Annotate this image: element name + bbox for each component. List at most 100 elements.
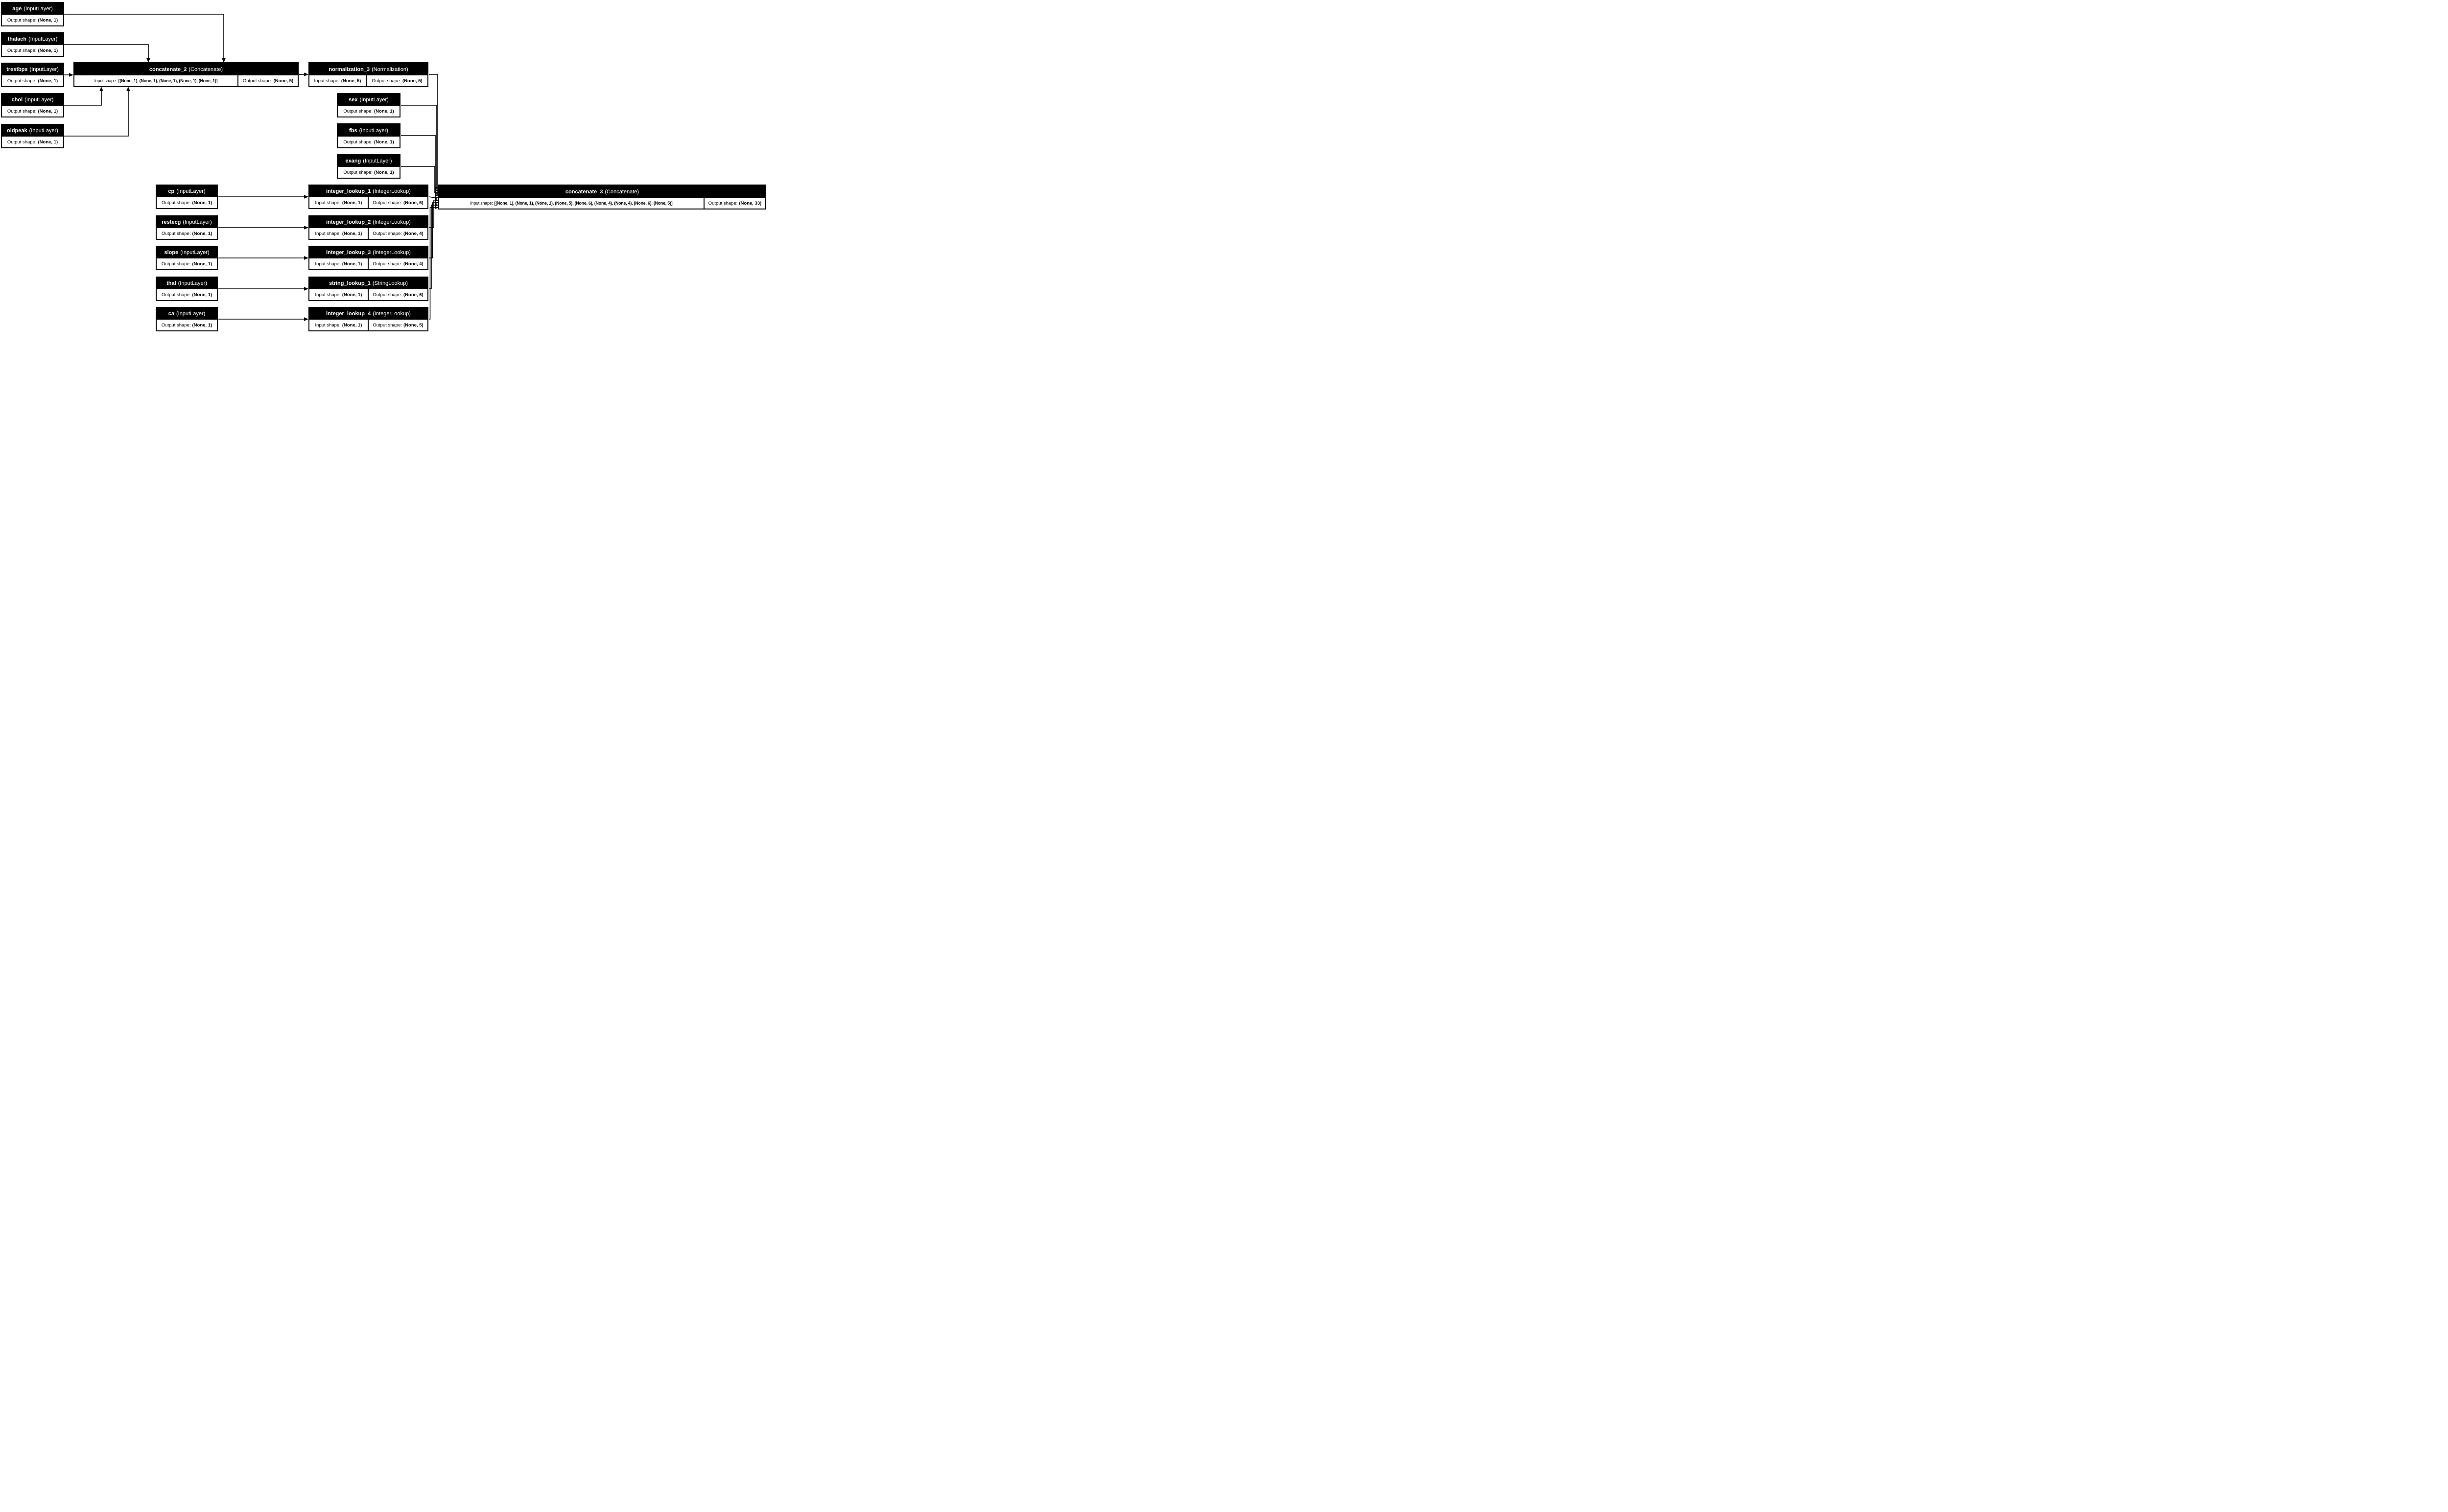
node-concatenate_2-input-shape: Input shape:[(None, 1), (None, 1), (None… — [74, 75, 237, 86]
arrowhead-concatenate_3-5 — [435, 196, 439, 200]
node-restecg-name: restecg — [162, 219, 181, 225]
node-exang-name: exang — [345, 158, 361, 164]
node-restecg-output-shape: Output shape:(None, 1) — [157, 228, 217, 239]
node-exang-title: exang(InputLayer) — [338, 155, 400, 167]
node-sex: sex(InputLayer) Output shape:(None, 1) — [337, 93, 400, 117]
node-normalization_3-type: (Normalization) — [372, 66, 408, 72]
node-integer_lookup_4-name: integer_lookup_4 — [326, 311, 371, 317]
node-normalization_3: normalization_3(Normalization) Input sha… — [308, 62, 428, 87]
node-thalach-output-shape: Output shape:(None, 1) — [2, 45, 63, 56]
node-ca-output-shape: Output shape:(None, 1) — [157, 320, 217, 330]
node-sex-type: (InputLayer) — [359, 97, 389, 103]
arrowhead-into-integer_lookup_4 — [304, 317, 308, 321]
node-string_lookup_1-input-shape: Input shape:(None, 1) — [309, 289, 368, 300]
node-concatenate_2-type: (Concatenate) — [188, 66, 223, 72]
node-concatenate_3-type: (Concatenate) — [605, 188, 639, 195]
node-ca-name: ca — [168, 311, 174, 317]
node-age: age(InputLayer) Output shape:(None, 1) — [1, 2, 64, 26]
node-concatenate_3-input-shape: Input shape:[(None, 1), (None, 1), (None… — [439, 198, 704, 209]
node-integer_lookup_2: integer_lookup_2(IntegerLookup) Input sh… — [308, 215, 428, 240]
node-thalach: thalach(InputLayer) Output shape:(None, … — [1, 32, 64, 57]
edge-integer_lookup_4-to-concatenate_3 — [429, 207, 435, 320]
node-integer_lookup_3-title: integer_lookup_3(IntegerLookup) — [309, 247, 427, 258]
node-sex-title: sex(InputLayer) — [338, 94, 400, 106]
node-concatenate_2: concatenate_2(Concatenate) Input shape:[… — [73, 62, 299, 87]
edge-fbs-to-concatenate_3 — [401, 135, 436, 190]
node-thal-name: thal — [166, 280, 176, 286]
node-normalization_3-title: normalization_3(Normalization) — [309, 63, 427, 75]
node-fbs-name: fbs — [349, 127, 357, 134]
node-integer_lookup_2-title: integer_lookup_2(IntegerLookup) — [309, 216, 427, 228]
edge-integer_lookup_3-to-concatenate_3 — [429, 202, 435, 258]
node-ca: ca(InputLayer) Output shape:(None, 1) — [156, 307, 218, 331]
node-restecg-type: (InputLayer) — [183, 219, 212, 225]
node-integer_lookup_2-output-shape: Output shape:(None, 4) — [368, 228, 427, 239]
arrowhead-into-normalization_3 — [304, 72, 308, 76]
node-thal-output-shape: Output shape:(None, 1) — [157, 289, 217, 300]
node-cp-output-shape: Output shape:(None, 1) — [157, 197, 217, 208]
arrowhead-into-integer_lookup_3 — [304, 256, 308, 260]
node-thalach-type: (InputLayer) — [28, 36, 58, 42]
node-thalach-title: thalach(InputLayer) — [2, 33, 63, 45]
node-integer_lookup_4-title: integer_lookup_4(IntegerLookup) — [309, 308, 427, 320]
edges-layer — [64, 14, 439, 321]
node-slope: slope(InputLayer) Output shape:(None, 1) — [156, 246, 218, 270]
node-thal: thal(InputLayer) Output shape:(None, 1) — [156, 277, 218, 301]
node-oldpeak-name: oldpeak — [7, 128, 27, 134]
node-fbs-type: (InputLayer) — [359, 127, 388, 134]
node-restecg-title: restecg(InputLayer) — [157, 216, 217, 228]
node-concatenate_3-output-shape: Output shape:(None, 33) — [704, 198, 765, 209]
node-trestbps-name: trestbps — [6, 67, 28, 72]
node-oldpeak-title: oldpeak(InputLayer) — [2, 125, 63, 137]
node-age-type: (InputLayer) — [24, 6, 53, 12]
arrowhead-concatenate_3-1 — [435, 186, 439, 190]
node-integer_lookup_4-output-shape: Output shape:(None, 5) — [368, 320, 427, 330]
edge-integer_lookup_1-to-concatenate_3 — [428, 196, 435, 198]
node-fbs: fbs(InputLayer) Output shape:(None, 1) — [337, 123, 400, 148]
node-thalach-name: thalach — [7, 36, 27, 42]
node-age-name: age — [12, 6, 22, 12]
node-normalization_3-name: normalization_3 — [329, 66, 370, 72]
node-trestbps-title: trestbps(InputLayer) — [2, 64, 63, 75]
edge-exang-to-concatenate_3 — [401, 166, 435, 193]
node-concatenate_3-title: concatenate_3(Concatenate) — [439, 186, 765, 198]
node-integer_lookup_1-output-shape: Output shape:(None, 6) — [368, 197, 427, 208]
node-chol-title: chol(InputLayer) — [2, 94, 63, 106]
node-normalization_3-output-shape: Output shape:(None, 5) — [366, 75, 427, 86]
node-slope-name: slope — [164, 250, 179, 256]
node-string_lookup_1-output-shape: Output shape:(None, 6) — [368, 289, 427, 300]
arrowhead-thalach — [146, 58, 150, 63]
node-age-output-shape: Output shape:(None, 1) — [2, 15, 63, 25]
arrowhead-concatenate_3-4 — [435, 193, 439, 197]
node-integer_lookup_1-name: integer_lookup_1 — [326, 188, 371, 194]
node-oldpeak-type: (InputLayer) — [29, 128, 58, 134]
node-ca-type: (InputLayer) — [176, 311, 206, 317]
node-exang: exang(InputLayer) Output shape:(None, 1) — [337, 154, 400, 179]
node-sex-name: sex — [349, 97, 358, 103]
node-fbs-output-shape: Output shape:(None, 1) — [338, 137, 400, 147]
node-ca-title: ca(InputLayer) — [157, 308, 217, 320]
node-oldpeak: oldpeak(InputLayer) Output shape:(None, … — [1, 124, 64, 148]
arrowhead-oldpeak — [126, 87, 130, 91]
node-concatenate_2-output-shape: Output shape:(None, 5) — [237, 75, 298, 86]
node-cp-name: cp — [168, 188, 175, 194]
arrowheads — [69, 58, 439, 321]
node-concatenate_2-name: concatenate_2 — [149, 66, 187, 72]
edge-chol-to-concatenate_2 — [64, 89, 102, 106]
arrowhead-age — [222, 58, 226, 63]
node-string_lookup_1: string_lookup_1(StringLookup) Input shap… — [308, 277, 428, 301]
node-trestbps: trestbps(InputLayer) Output shape:(None,… — [1, 63, 64, 87]
node-slope-type: (InputLayer) — [180, 250, 210, 256]
node-chol-name: chol — [11, 97, 23, 103]
arrowhead-concatenate_3-6 — [435, 198, 439, 202]
arrowhead-trestbps — [69, 73, 73, 77]
node-age-title: age(InputLayer) — [2, 3, 63, 15]
arrowhead-chol — [99, 87, 103, 91]
node-integer_lookup_3: integer_lookup_3(IntegerLookup) Input sh… — [308, 246, 428, 270]
node-integer_lookup_2-name: integer_lookup_2 — [326, 219, 371, 225]
node-integer_lookup_2-input-shape: Input shape:(None, 1) — [309, 228, 368, 239]
node-slope-title: slope(InputLayer) — [157, 247, 217, 258]
node-string_lookup_1-name: string_lookup_1 — [329, 280, 371, 286]
node-concatenate_2-title: concatenate_2(Concatenate) — [74, 63, 298, 75]
edge-oldpeak-to-concatenate_2 — [64, 89, 129, 137]
